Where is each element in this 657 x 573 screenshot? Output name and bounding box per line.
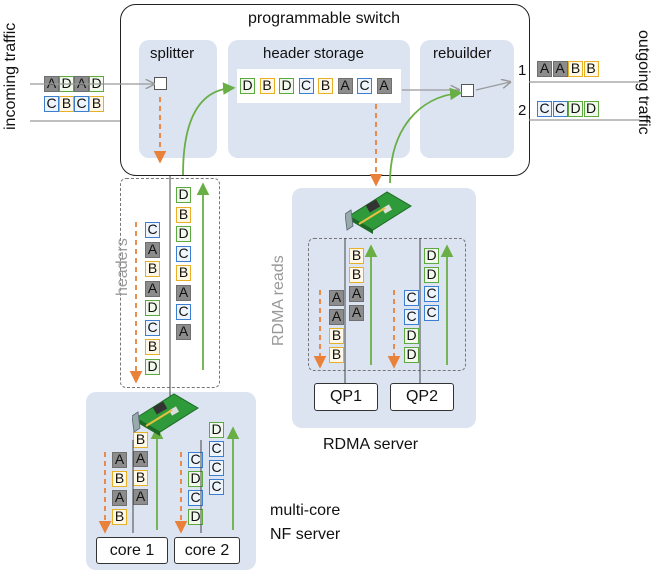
packet-cell-a: A bbox=[337, 78, 353, 94]
packet-cell-b: B bbox=[176, 206, 191, 223]
packet-cell-c: C bbox=[424, 305, 439, 321]
header-storage-label: header storage bbox=[263, 45, 364, 62]
packet-cell-d: D bbox=[188, 509, 203, 525]
packet-cell-d: D bbox=[145, 300, 160, 316]
packet-cell-b: B bbox=[145, 261, 160, 277]
packet-cell-b: B bbox=[568, 61, 583, 77]
packet-cell-d: D bbox=[209, 422, 224, 438]
packet-cell-c: C bbox=[74, 96, 89, 112]
packet-cell-a: A bbox=[176, 323, 191, 340]
packet-cell-d: D bbox=[404, 328, 419, 344]
packet-cell-a: A bbox=[329, 290, 344, 306]
packet-cell-c: C bbox=[44, 96, 59, 112]
packet-cell-a: A bbox=[349, 286, 364, 302]
core-1-box: core 1 bbox=[96, 537, 168, 564]
packet-cell-b: B bbox=[259, 78, 275, 94]
packet-cell-c: C bbox=[209, 460, 224, 476]
packet-cell-d: D bbox=[583, 101, 599, 117]
nf-server-caption-line1: multi-core bbox=[270, 502, 341, 519]
splitter-label: splitter bbox=[150, 45, 195, 62]
core-2-box: core 2 bbox=[174, 537, 240, 564]
nf-server-caption-line2: NF server bbox=[270, 526, 341, 543]
packet-cell-d: D bbox=[424, 248, 439, 264]
packet-cell-d: D bbox=[188, 471, 203, 487]
packet-cell-c: C bbox=[176, 245, 191, 262]
packet-cell-a: A bbox=[349, 305, 364, 321]
packet-cell-b: B bbox=[349, 248, 364, 264]
packet-cell-d: D bbox=[176, 226, 191, 242]
packet-cell-d: D bbox=[176, 187, 191, 203]
packet-cell-b: B bbox=[112, 471, 127, 487]
packet-cell-b: B bbox=[59, 96, 74, 112]
port-1-label: 1 bbox=[518, 62, 527, 79]
switch-title: programmable switch bbox=[248, 10, 401, 27]
packet-cell-c: C bbox=[188, 452, 203, 468]
rdma-server-caption: RDMA server bbox=[323, 436, 419, 453]
packet-cell-c: C bbox=[552, 101, 568, 117]
packet-cell-c: C bbox=[145, 222, 160, 238]
packet-cell-c: C bbox=[404, 309, 419, 325]
rebuilder-to-out-1 bbox=[475, 82, 510, 91]
packet-cell-c: C bbox=[188, 490, 203, 506]
packet-cell-b: B bbox=[145, 339, 160, 355]
rdma-reads-dashed-box bbox=[308, 238, 466, 371]
packet-cell-a: A bbox=[176, 284, 191, 301]
packet-cell-a: A bbox=[145, 241, 160, 258]
packet-cell-c: C bbox=[537, 101, 552, 117]
packet-cell-d: D bbox=[424, 267, 439, 283]
packet-cell-b: B bbox=[329, 347, 344, 363]
packet-cell-d: D bbox=[240, 78, 255, 94]
nf-to-storage-arrow bbox=[182, 82, 236, 176]
rdma-to-rebuilder-arrow bbox=[389, 87, 463, 184]
packet-cell-c: C bbox=[209, 441, 224, 457]
packet-cell-a: A bbox=[112, 490, 127, 506]
rebuilder-label: rebuilder bbox=[433, 45, 492, 62]
packet-cell-b: B bbox=[349, 267, 364, 283]
packet-cell-b: B bbox=[318, 78, 333, 94]
packet-cell-a: A bbox=[329, 309, 344, 325]
packet-cell-a: A bbox=[376, 78, 392, 94]
packet-cell-d: D bbox=[145, 358, 160, 375]
packet-cell-a: A bbox=[133, 451, 148, 467]
packet-cell-b: B bbox=[112, 509, 127, 525]
packet-cell-a: A bbox=[537, 61, 552, 77]
packet-cell-b: B bbox=[89, 96, 104, 112]
packet-cell-c: C bbox=[298, 78, 314, 94]
port-2-label: 2 bbox=[518, 102, 527, 119]
packet-cell-d: D bbox=[279, 78, 294, 94]
packet-cell-c: C bbox=[404, 290, 419, 306]
packet-cell-d: D bbox=[568, 101, 583, 117]
packet-cell-a: A bbox=[112, 452, 127, 468]
nic-card-icon bbox=[345, 191, 412, 234]
packet-cell-b: B bbox=[329, 328, 344, 344]
packet-cell-c: C bbox=[145, 319, 160, 336]
packet-cell-b: B bbox=[583, 61, 599, 77]
packet-cell-a: A bbox=[145, 280, 160, 297]
nic-card-icon bbox=[132, 393, 199, 436]
packet-cell-c: C bbox=[357, 78, 372, 94]
packet-cell-c: C bbox=[209, 479, 224, 495]
qp1-box: QP1 bbox=[314, 383, 378, 411]
packet-cell-b: B bbox=[176, 265, 191, 281]
packet-cell-d: D bbox=[404, 347, 419, 363]
packet-cell-c: C bbox=[176, 304, 191, 320]
packet-cell-c: C bbox=[424, 286, 439, 302]
packet-cell-a: A bbox=[552, 61, 568, 77]
qp2-box: QP2 bbox=[390, 383, 454, 411]
